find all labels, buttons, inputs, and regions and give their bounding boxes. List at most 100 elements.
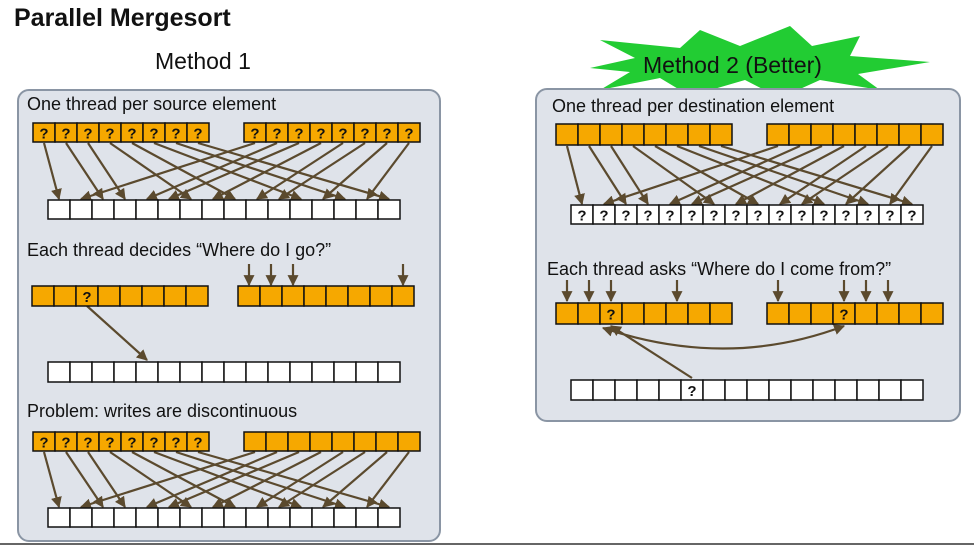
m1-scatter-arrow xyxy=(145,141,278,201)
m1-dest-cell xyxy=(91,199,115,220)
m1-scatter-arrow xyxy=(197,141,391,202)
m1-example-right-cell xyxy=(303,285,327,307)
m2-dest-unknown-mark: ? xyxy=(753,208,762,225)
m1-problem-arrow xyxy=(278,451,366,508)
m1-example-right-cell xyxy=(325,285,349,307)
m2-dest-unknown-mark: ? xyxy=(621,208,630,225)
m2-source-right-cell xyxy=(810,123,834,146)
m2-example-right-cell xyxy=(898,302,922,325)
m1-scatter-arrow xyxy=(87,142,126,200)
m2-source-right-cell xyxy=(788,123,812,146)
m2-source-left-cell xyxy=(709,123,733,146)
m1-scatter-arrow xyxy=(256,142,344,200)
m2-example-dest-cell xyxy=(614,379,638,401)
m2-gather-arrow xyxy=(676,144,826,206)
m1-dest-cell xyxy=(223,199,247,220)
slide-title: Parallel Mergesort xyxy=(14,4,231,32)
m2-example-right-cell xyxy=(788,302,812,325)
m2-example-dest-cell xyxy=(768,379,792,401)
m1-problem-right-cell xyxy=(265,431,289,452)
m1-source-left-unknown-mark: ? xyxy=(127,126,136,143)
m1-source-right-unknown-mark: ? xyxy=(338,126,347,143)
m1-problem-dest-cell xyxy=(201,507,225,528)
m1-problem-left-unknown-mark: ? xyxy=(61,435,70,452)
m2-example-dest-cell xyxy=(900,379,924,401)
m1-example-right-cell xyxy=(347,285,371,307)
m2-example-left-cell xyxy=(709,302,733,325)
m1-problem-arrow xyxy=(197,450,391,510)
m1-example-dest-cell xyxy=(311,361,335,383)
m1-problem-right-cell xyxy=(331,431,355,452)
m2-example-dest-cell xyxy=(856,379,880,401)
m2-source-left-cell xyxy=(599,123,623,146)
m1-problem-arrow xyxy=(131,451,236,508)
m1-source-right-unknown-mark: ? xyxy=(360,126,369,143)
m2-example-dest-cell xyxy=(834,379,858,401)
m2-gather-arrow xyxy=(668,144,801,206)
m2-source-right-cell xyxy=(854,123,878,146)
m1-source-left-unknown-mark: ? xyxy=(193,126,202,143)
m2-gather-arrow xyxy=(735,145,845,205)
m1-example-left-cell xyxy=(53,285,77,307)
m1-example-dest-cell xyxy=(91,361,115,383)
m2-gather-arrow xyxy=(602,144,779,207)
m1-dest-cell xyxy=(157,199,181,220)
m1-problem-left-unknown-mark: ? xyxy=(149,435,158,452)
m1-problem-arrow xyxy=(366,451,410,508)
m1-problem-right-cell xyxy=(397,431,421,452)
m1-example-dest-cell xyxy=(355,361,379,383)
m2-dest-unknown-mark: ? xyxy=(841,208,850,225)
method1-caption-source: One thread per source element xyxy=(27,94,277,114)
m2-source-right-cell xyxy=(920,123,944,146)
m1-source-right-unknown-mark: ? xyxy=(316,126,325,143)
m1-example-dest-cell xyxy=(113,361,137,383)
m1-dest-cell xyxy=(69,199,93,220)
m1-problem-dest-cell xyxy=(333,507,357,528)
method1-caption-decide: Each thread decides “Where do I go?” xyxy=(27,240,332,260)
m2-dest-unknown-mark: ? xyxy=(797,208,806,225)
method2-caption-ask: Each thread asks “Where do I come from?” xyxy=(547,259,892,279)
m1-dest-cell xyxy=(333,199,357,220)
m1-scatter-arrow xyxy=(131,142,236,200)
m1-problem-dest-cell xyxy=(355,507,379,528)
m1-dest-cell xyxy=(179,199,203,220)
m1-problem-arrow xyxy=(109,451,192,508)
m1-problem-dest-cell xyxy=(267,507,291,528)
m1-problem-dest-cell xyxy=(289,507,313,528)
m2-source-left-cell xyxy=(643,123,667,146)
m1-dest-cell xyxy=(135,199,159,220)
m2-example-dest-cell xyxy=(790,379,814,401)
m1-source-left-unknown-mark: ? xyxy=(171,126,180,143)
m1-problem-left-unknown-mark: ? xyxy=(105,435,114,452)
m2-dest-unknown-mark: ? xyxy=(577,208,586,225)
m1-scatter-arrow xyxy=(322,142,388,200)
m1-problem-right-cell xyxy=(243,431,267,452)
m2-source-left-cell xyxy=(665,123,689,146)
m1-dest-cell xyxy=(377,199,401,220)
m1-scatter-arrow xyxy=(366,142,410,200)
m1-dest-cell xyxy=(245,199,269,220)
m1-example-dest-cell xyxy=(377,361,401,383)
m1-problem-dest-cell xyxy=(113,507,137,528)
m1-example-dest-cell xyxy=(289,361,313,383)
m2-dest-unknown-mark: ? xyxy=(907,208,916,225)
m1-example-left-cell xyxy=(119,285,143,307)
m2-example-left-unknown-mark: ? xyxy=(606,307,615,324)
m2-source-left-cell xyxy=(577,123,601,146)
m2-gather-arrow xyxy=(720,144,914,207)
m2-dest-unknown-mark: ? xyxy=(731,208,740,225)
m2-example-right-cell xyxy=(920,302,944,325)
m2-dest-unknown-mark: ? xyxy=(775,208,784,225)
m1-problem-right-cell xyxy=(309,431,333,452)
m2-example-left-cell xyxy=(687,302,711,325)
m2-gather-arrow xyxy=(801,145,889,205)
m2-example-dest-cell xyxy=(658,379,682,401)
m1-dest-cell xyxy=(355,199,379,220)
m1-source-left-unknown-mark: ? xyxy=(39,126,48,143)
m2-gather-arrow xyxy=(588,145,627,205)
m1-problem-dest-cell xyxy=(135,507,159,528)
m1-problem-left-unknown-mark: ? xyxy=(127,435,136,452)
m1-dest-cell xyxy=(47,199,71,220)
m1-problem-arrow xyxy=(322,451,388,508)
